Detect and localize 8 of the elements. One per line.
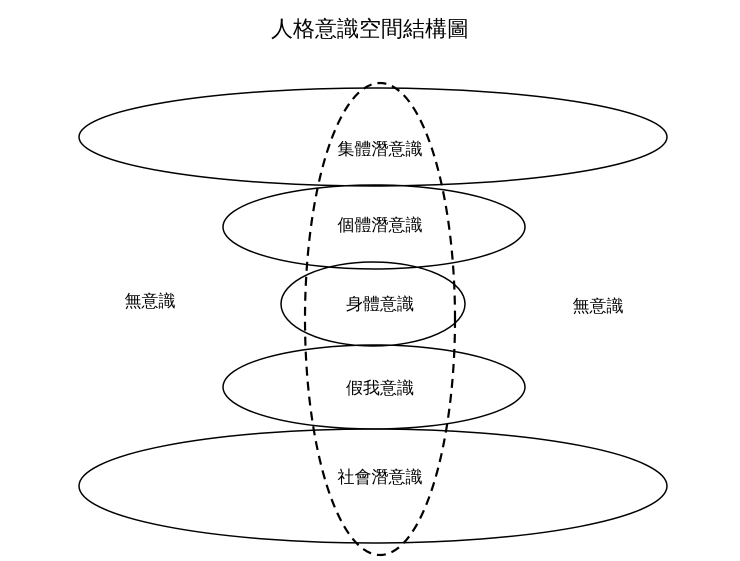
ellipse-label: 身體意識 bbox=[346, 296, 414, 314]
ellipse-label: 個體潛意識 bbox=[338, 218, 422, 234]
title: 人格意識空間結構圖 bbox=[271, 19, 469, 41]
ellipse-label: 集體潛意識 bbox=[338, 142, 422, 158]
region-label: 無意識 bbox=[124, 294, 176, 310]
ellipse-label: 假我意識 bbox=[346, 380, 414, 398]
ellipse-label: 社會潛意識 bbox=[338, 470, 422, 486]
region-label: 無意識 bbox=[572, 298, 624, 316]
